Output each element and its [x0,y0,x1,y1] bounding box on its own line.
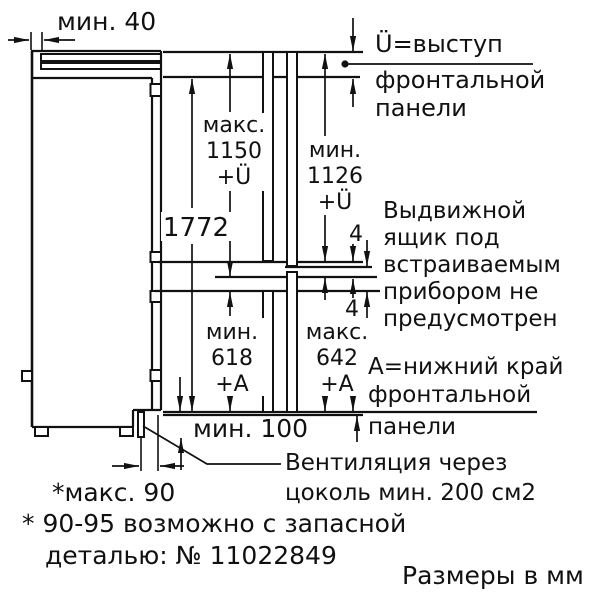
dim-min1126-value: 1126 [307,164,363,189]
max1150-text-backing [196,113,272,191]
dim-1772-label: 1772 [163,213,229,243]
dim-min40-label: мин. 40 [57,7,156,36]
h1772-text-backing [161,212,231,241]
leader-dot [341,60,349,68]
dim-gap-top-label: 4 [349,222,363,247]
rear-spacer-block [21,370,33,382]
min1126-text-backing [301,137,369,215]
u-label-line2: фронтальной [375,66,545,94]
a-label-line3: панели [368,414,456,440]
plinth-extension-lines [140,415,159,471]
a-label-line1: А=нижний край [368,354,564,380]
max642-text-backing [299,318,377,396]
dim-min618-word: мин. [206,320,258,345]
appliance-foot-front [119,426,134,437]
dim-max1150-word: макс. [203,113,265,138]
drawer-note-line3: встраиваемым [383,252,561,278]
top-vent-slat-2 [40,62,162,70]
dim-min618-plusa: +A [215,372,248,397]
dim-min100-label: мин. 100 [193,414,308,443]
drawer-note-line5: предусмотрен [383,306,558,332]
dim-gap-bottom-label: 4 [345,297,359,322]
hinge-block-mid-upper [149,251,162,263]
dimension-arrows [8,18,371,470]
dim-max642-plusa: +A [320,372,353,397]
dim-max1150-plusu: +Ü [217,164,252,190]
hinge-block-mid-lower [149,290,162,303]
drawer-note-line4: прибором не [383,279,538,305]
dim-max642-value: 642 [316,346,358,371]
drawer-note-line2: ящик под [383,225,500,251]
u-label-line1: Ü=выступ [375,29,503,58]
top-vent-slat-1 [40,53,162,62]
vent-note-line2: цоколь мин. 200 см2 [285,480,536,506]
front-panels [262,51,298,413]
a-label-line2: фронтальной [368,382,531,408]
drawer-note-line1: Выдвижной [383,198,526,224]
dim-min1126-word: мин. [309,138,361,163]
u-label-line3: панели [375,94,467,122]
diagram-labels: мин. 40 Ü=выступ фронтальной панели макс… [22,7,584,590]
dim-max90-label: *макс. 90 [52,478,175,507]
dim-min1126-plusu: +Ü [318,189,353,215]
furniture-panel-lower [286,271,298,413]
furniture-panel-upper [286,51,298,267]
vent-leader-line [142,425,281,465]
appliance-body [21,49,163,438]
min618-text-backing [201,318,265,396]
dim-max642-word: макс. [306,320,368,345]
min40-extension-ticks [30,32,43,50]
dim-max1150-value: 1150 [206,139,262,164]
footnote-line2: деталью: № 11022849 [45,541,337,570]
plinth-panel [137,411,145,438]
appliance-foot-rear [34,426,49,437]
hinge-block-top [149,83,162,97]
vent-note-line1: Вентиляция через [285,450,507,476]
dim-min618-value: 618 [211,346,253,371]
units-label: Размеры в мм [402,561,584,590]
footnote-line1: * 90-95 возможно с запасной [22,509,406,538]
hinge-block-bottom [149,369,162,382]
